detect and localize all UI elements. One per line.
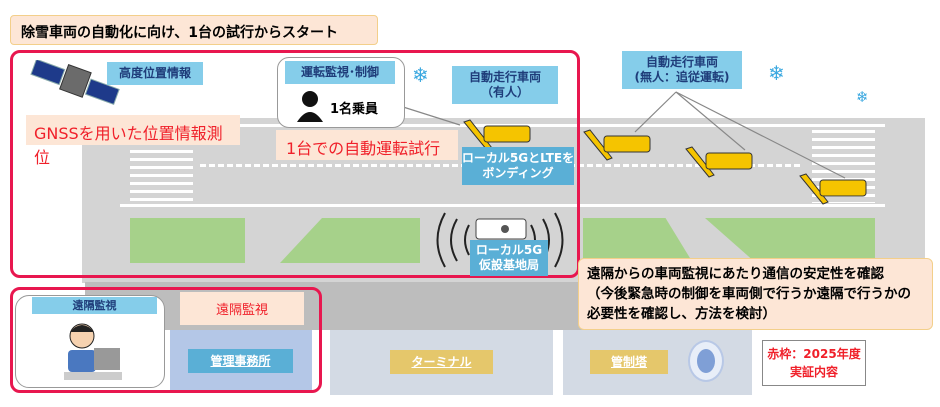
- operator-person-icon: [297, 91, 323, 122]
- snowplow-vehicle-icon: [583, 129, 651, 161]
- manned-vehicle-label: 自動走行車両 （有人）: [452, 66, 558, 104]
- snowflake-icon: ❄: [856, 88, 869, 106]
- remote-monitor-label: 遠隔監視: [180, 292, 304, 325]
- office-label[interactable]: 管理事務所: [188, 349, 293, 373]
- trial-scope-frame: [10, 50, 580, 278]
- single-trial-label: 1台での自動運転試行: [276, 130, 458, 160]
- base-station-vehicle-icon: [475, 218, 527, 240]
- snowplow-vehicle-icon: [685, 146, 753, 178]
- snowflake-icon: ❄: [768, 61, 785, 85]
- tower-label[interactable]: 管制塔: [590, 350, 668, 374]
- page-title: 除雪車両の自動化に向け、1台の試行からスタート: [10, 15, 378, 45]
- base-station-label: ローカル5G 仮設基地局: [470, 240, 548, 276]
- remote-monitor-frame: [10, 287, 322, 393]
- snowplow-vehicle-icon: [799, 173, 867, 205]
- unmanned-vehicle-label: 自動走行車両 (無人：追従運転): [622, 51, 742, 89]
- crew-count: 1名乗員: [330, 102, 379, 117]
- altitude-info-label: 高度位置情報: [107, 62, 203, 85]
- remote-monitor-bubble-label: 遠隔監視: [32, 297, 157, 314]
- terminal-label[interactable]: ターミナル: [390, 350, 493, 374]
- grass: [130, 218, 245, 263]
- control-tower-icon: [688, 340, 724, 382]
- operator-at-laptop-icon: [64, 323, 122, 380]
- bonding-label: ローカル5GとLTEを ボンディング: [462, 147, 574, 185]
- legend-box: 赤枠：2025年度 実証内容: [762, 340, 866, 386]
- monitor-control-label: 運転監視･制御: [285, 61, 395, 84]
- road-line: [120, 204, 885, 207]
- snowflake-icon: ❄: [412, 63, 429, 87]
- gnss-label: GNSSを用いた位置情報測位: [26, 115, 240, 167]
- satellite-icon: [30, 60, 120, 106]
- crosswalk: [130, 150, 193, 205]
- note-box: 遠隔からの車両監視にあたり通信の安定性を確認 （今後緊急時の制御を車両側で行うか…: [578, 258, 933, 330]
